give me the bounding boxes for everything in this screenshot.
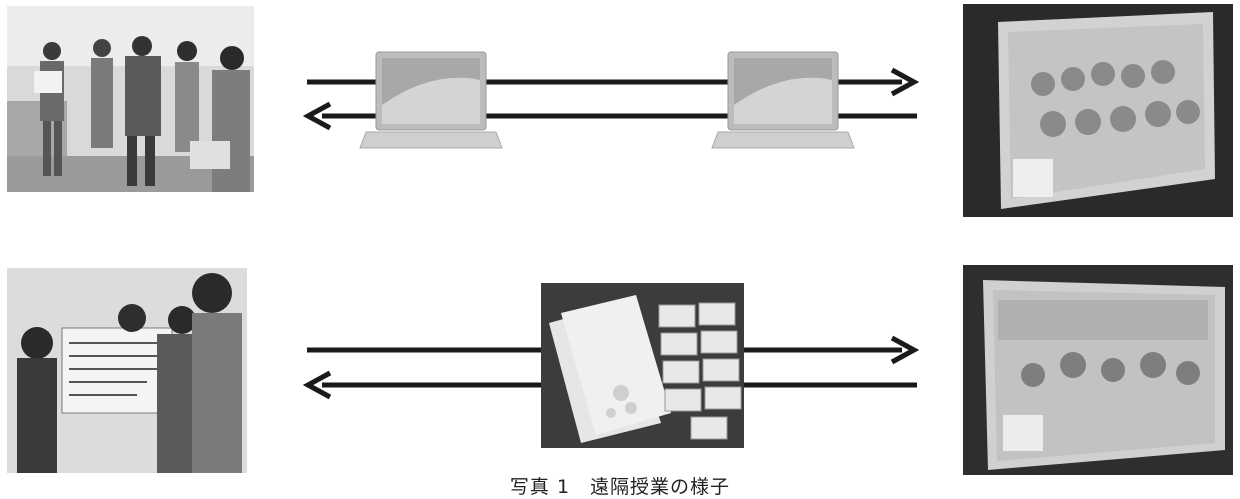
classroom-photo-bottom-left-image: [7, 268, 247, 473]
top-arrow-right-head: [890, 67, 920, 97]
figure-caption: 写真 1 遠隔授業の様子: [509, 476, 731, 498]
classroom-photo-top-left-image: [7, 6, 254, 192]
projection-screen-photo-bottom-right-image: [963, 265, 1233, 475]
bottom-arrow-left-head: [302, 370, 332, 400]
classroom-photo-top-left: [7, 6, 254, 192]
top-arrow-left-head: [302, 101, 332, 131]
bottom-arrow-right-head: [890, 335, 920, 365]
projection-screen-photo-top-right: [963, 4, 1233, 217]
classroom-photo-bottom-left: [7, 268, 247, 473]
top-connection-diagram: [302, 51, 920, 149]
laptop-icon: [359, 51, 503, 149]
documents-photo-image: [541, 283, 744, 448]
projection-screen-photo-top-right-image: [963, 4, 1233, 217]
documents-photo: [541, 283, 744, 448]
laptop-icon: [711, 51, 855, 149]
projection-screen-photo-bottom-right: [963, 265, 1233, 475]
